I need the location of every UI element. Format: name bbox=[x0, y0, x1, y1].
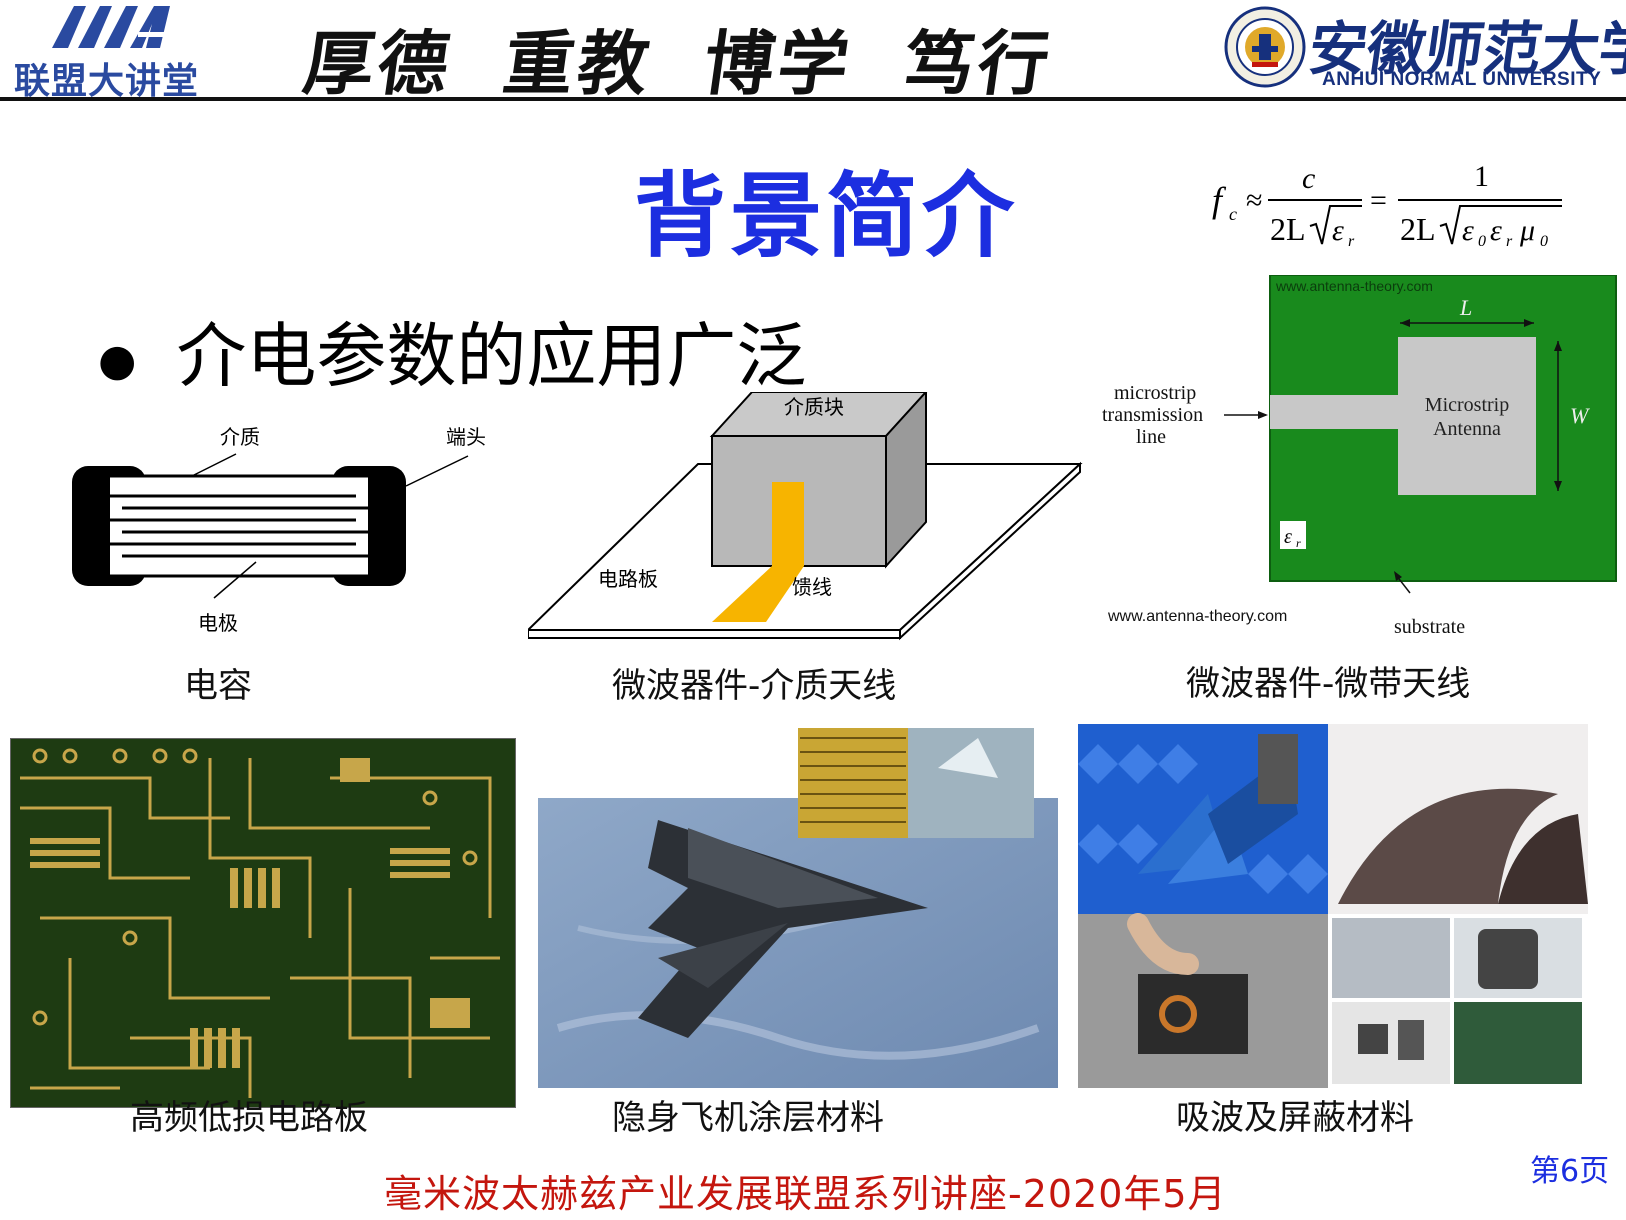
source-url: www.antenna-theory.com bbox=[1107, 608, 1287, 625]
formula-mu-sub: 0 bbox=[1540, 233, 1548, 250]
footer-series-title: 毫米波太赫兹产业发展联盟系列讲座-2020年5月 bbox=[384, 1172, 1227, 1216]
formula-approx: ≈ bbox=[1246, 184, 1262, 217]
bullet-dot-icon: ● bbox=[98, 335, 137, 387]
formula-mu: μ bbox=[1519, 214, 1535, 247]
formula-num1: c bbox=[1302, 164, 1315, 195]
alliance-logo-icon bbox=[52, 6, 178, 48]
watermark: www.antenna-theory.com bbox=[1275, 278, 1433, 294]
dim-L: L bbox=[1459, 295, 1472, 320]
formula-eps0-sub: 0 bbox=[1478, 233, 1486, 250]
dielectric-antenna-diagram: 介质块 电路板 馈线 bbox=[528, 392, 1083, 641]
slide-title: 背景简介 bbox=[634, 163, 1019, 270]
patch-label-2: Antenna bbox=[1433, 418, 1501, 440]
patch-label-1: Microstrip bbox=[1425, 394, 1509, 416]
absorber-materials-photo bbox=[1078, 724, 1588, 1088]
bullet-text: 介电参数的应用广泛 bbox=[176, 315, 807, 397]
label-electrode: 电极 bbox=[198, 611, 238, 635]
slide-header: 联盟大讲堂 厚德重教博学笃行 安徽师范大学 ANHUI NORMAL UNIVE… bbox=[0, 0, 1626, 105]
formula-num2: 1 bbox=[1474, 164, 1489, 193]
motto-word: 厚德 bbox=[298, 22, 459, 105]
formula-den2: 2L bbox=[1400, 211, 1436, 247]
line-label-3: line bbox=[1136, 426, 1166, 448]
motto-word: 博学 bbox=[698, 22, 859, 105]
cutoff-frequency-formula: f c ≈ c 2L ε r = 1 2L ε 0 ε r μ 0 bbox=[1212, 164, 1562, 250]
pcb-photo bbox=[10, 738, 516, 1108]
university-motto: 厚德重教博学笃行 bbox=[298, 8, 1105, 109]
formula-eps-r: ε bbox=[1332, 214, 1344, 247]
stealth-aircraft-photo bbox=[538, 728, 1058, 1088]
substrate-eps: ε bbox=[1284, 526, 1292, 548]
caption-capacitor: 电容 bbox=[184, 666, 252, 706]
bullet-point: ● 介电参数的应用广泛 bbox=[98, 300, 806, 401]
formula-eps-r2-sub: r bbox=[1506, 233, 1513, 250]
caption-microstrip-antenna: 微波器件-微带天线 bbox=[1186, 664, 1471, 704]
substrate-label: substrate bbox=[1394, 616, 1465, 638]
page-number: 第6页 bbox=[1530, 1154, 1610, 1189]
microstrip-antenna-diagram: www.antenna-theory.com Microstrip Antenn… bbox=[1102, 275, 1617, 638]
substrate-eps-sub: r bbox=[1296, 536, 1301, 550]
label-dielectric: 介质 bbox=[220, 425, 260, 449]
motto-word: 重教 bbox=[498, 22, 659, 105]
label-dielectric-block: 介质块 bbox=[784, 395, 844, 419]
formula-den1: 2L bbox=[1270, 211, 1306, 247]
alliance-logo-text: 联盟大讲堂 bbox=[14, 61, 200, 102]
formula-f: f bbox=[1212, 180, 1227, 220]
formula-f-sub: c bbox=[1229, 204, 1237, 224]
dim-W: W bbox=[1570, 403, 1590, 428]
label-circuit-board: 电路板 bbox=[598, 567, 658, 591]
caption-pcb: 高频低损电路板 bbox=[130, 1098, 368, 1138]
formula-eps0: ε bbox=[1462, 214, 1474, 247]
formula-eps-r2: ε bbox=[1490, 214, 1502, 247]
label-feed-line: 馈线 bbox=[792, 575, 832, 599]
caption-stealth: 隐身飞机涂层材料 bbox=[612, 1098, 884, 1138]
caption-absorber: 吸波及屏蔽材料 bbox=[1176, 1098, 1414, 1138]
label-terminal: 端头 bbox=[446, 425, 486, 449]
university-name-en: ANHUI NORMAL UNIVERSITY bbox=[1322, 69, 1602, 90]
header-divider bbox=[0, 97, 1626, 101]
motto-word: 笃行 bbox=[898, 22, 1059, 105]
formula-equals: = bbox=[1370, 184, 1387, 217]
formula-eps-r-sub: r bbox=[1348, 233, 1355, 250]
caption-dielectric-antenna: 微波器件-介质天线 bbox=[612, 666, 897, 706]
line-label-2: transmission bbox=[1102, 404, 1203, 426]
university-seal-icon bbox=[1224, 6, 1306, 88]
capacitor-diagram: 介质 端头 电极 bbox=[72, 425, 486, 635]
line-label-1: microstrip bbox=[1114, 382, 1196, 404]
